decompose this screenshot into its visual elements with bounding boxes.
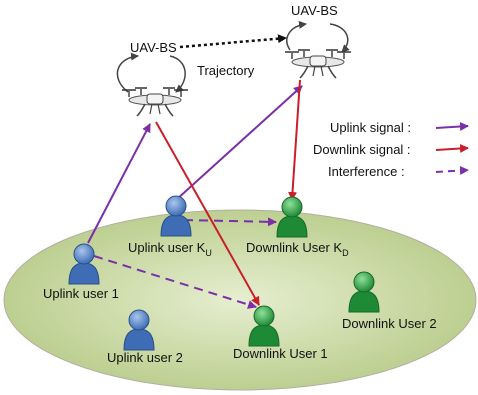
trajectory-label: Trajectory [197,63,255,78]
downlink-right-uav-to-userkd [288,79,301,201]
left-uav-drone-icon [121,87,189,117]
trajectory-arrow [179,34,287,49]
uplink-user-2-label: Uplink user 2 [107,350,183,365]
interference-ku-to-kd [183,217,277,227]
legend-downlink-label: Downlink signal : [313,142,411,157]
downlink-left-uav-to-user1 [155,121,260,306]
left-uav-label: UAV-BS [130,40,177,55]
right-uav-label: UAV-BS [291,3,338,18]
ground-area [3,209,477,391]
legend-interference-arrow [435,166,469,175]
uplink-user1-to-left-uav [87,123,151,244]
legend-downlink-arrow [435,144,469,153]
legend-uplink-label: Uplink signal : [330,120,411,135]
right-uav-rotation-arc-icon [329,23,350,53]
downlink-user-1-label: Downlink User 1 [233,346,328,361]
left-uav-rotation-arc-icon [116,52,139,93]
uplink-userku-to-right-uav [175,85,303,201]
left-uav-rotation-arc-icon [169,55,186,93]
downlink-user-2-label: Downlink User 2 [342,316,437,331]
right-uav-rotation-arc-icon [286,20,307,51]
downlink-user-kd-label: Downlink User KD [246,240,349,258]
right-uav-drone-icon [284,49,352,79]
interference-user1-to-downlink1 [93,255,257,309]
uplink-user-1-label: Uplink user 1 [43,286,119,301]
legend-uplink-arrow [435,122,469,131]
uplink-user-ku-label: Uplink user KU [128,240,212,258]
legend-interference-label: Interference : [328,164,405,179]
